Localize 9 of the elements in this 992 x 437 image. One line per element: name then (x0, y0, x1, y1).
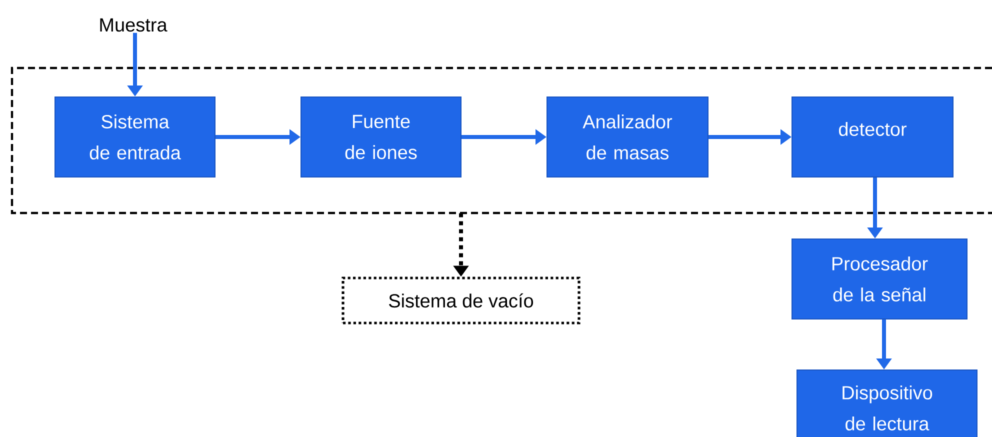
process-box: Sistema de entrada (54, 96, 216, 178)
process-box: detector (792, 96, 954, 178)
process-box: Dispositivo de lectura (796, 370, 978, 437)
dotted-box: Sistema de vacío (342, 276, 580, 324)
process-box: Analizador de masas (546, 96, 708, 178)
dashed-frame (10, 66, 992, 214)
process-box: Procesador de la señal (792, 238, 968, 320)
input-label: Muestra (100, 18, 168, 32)
process-box: Fuente de iones (300, 96, 462, 178)
